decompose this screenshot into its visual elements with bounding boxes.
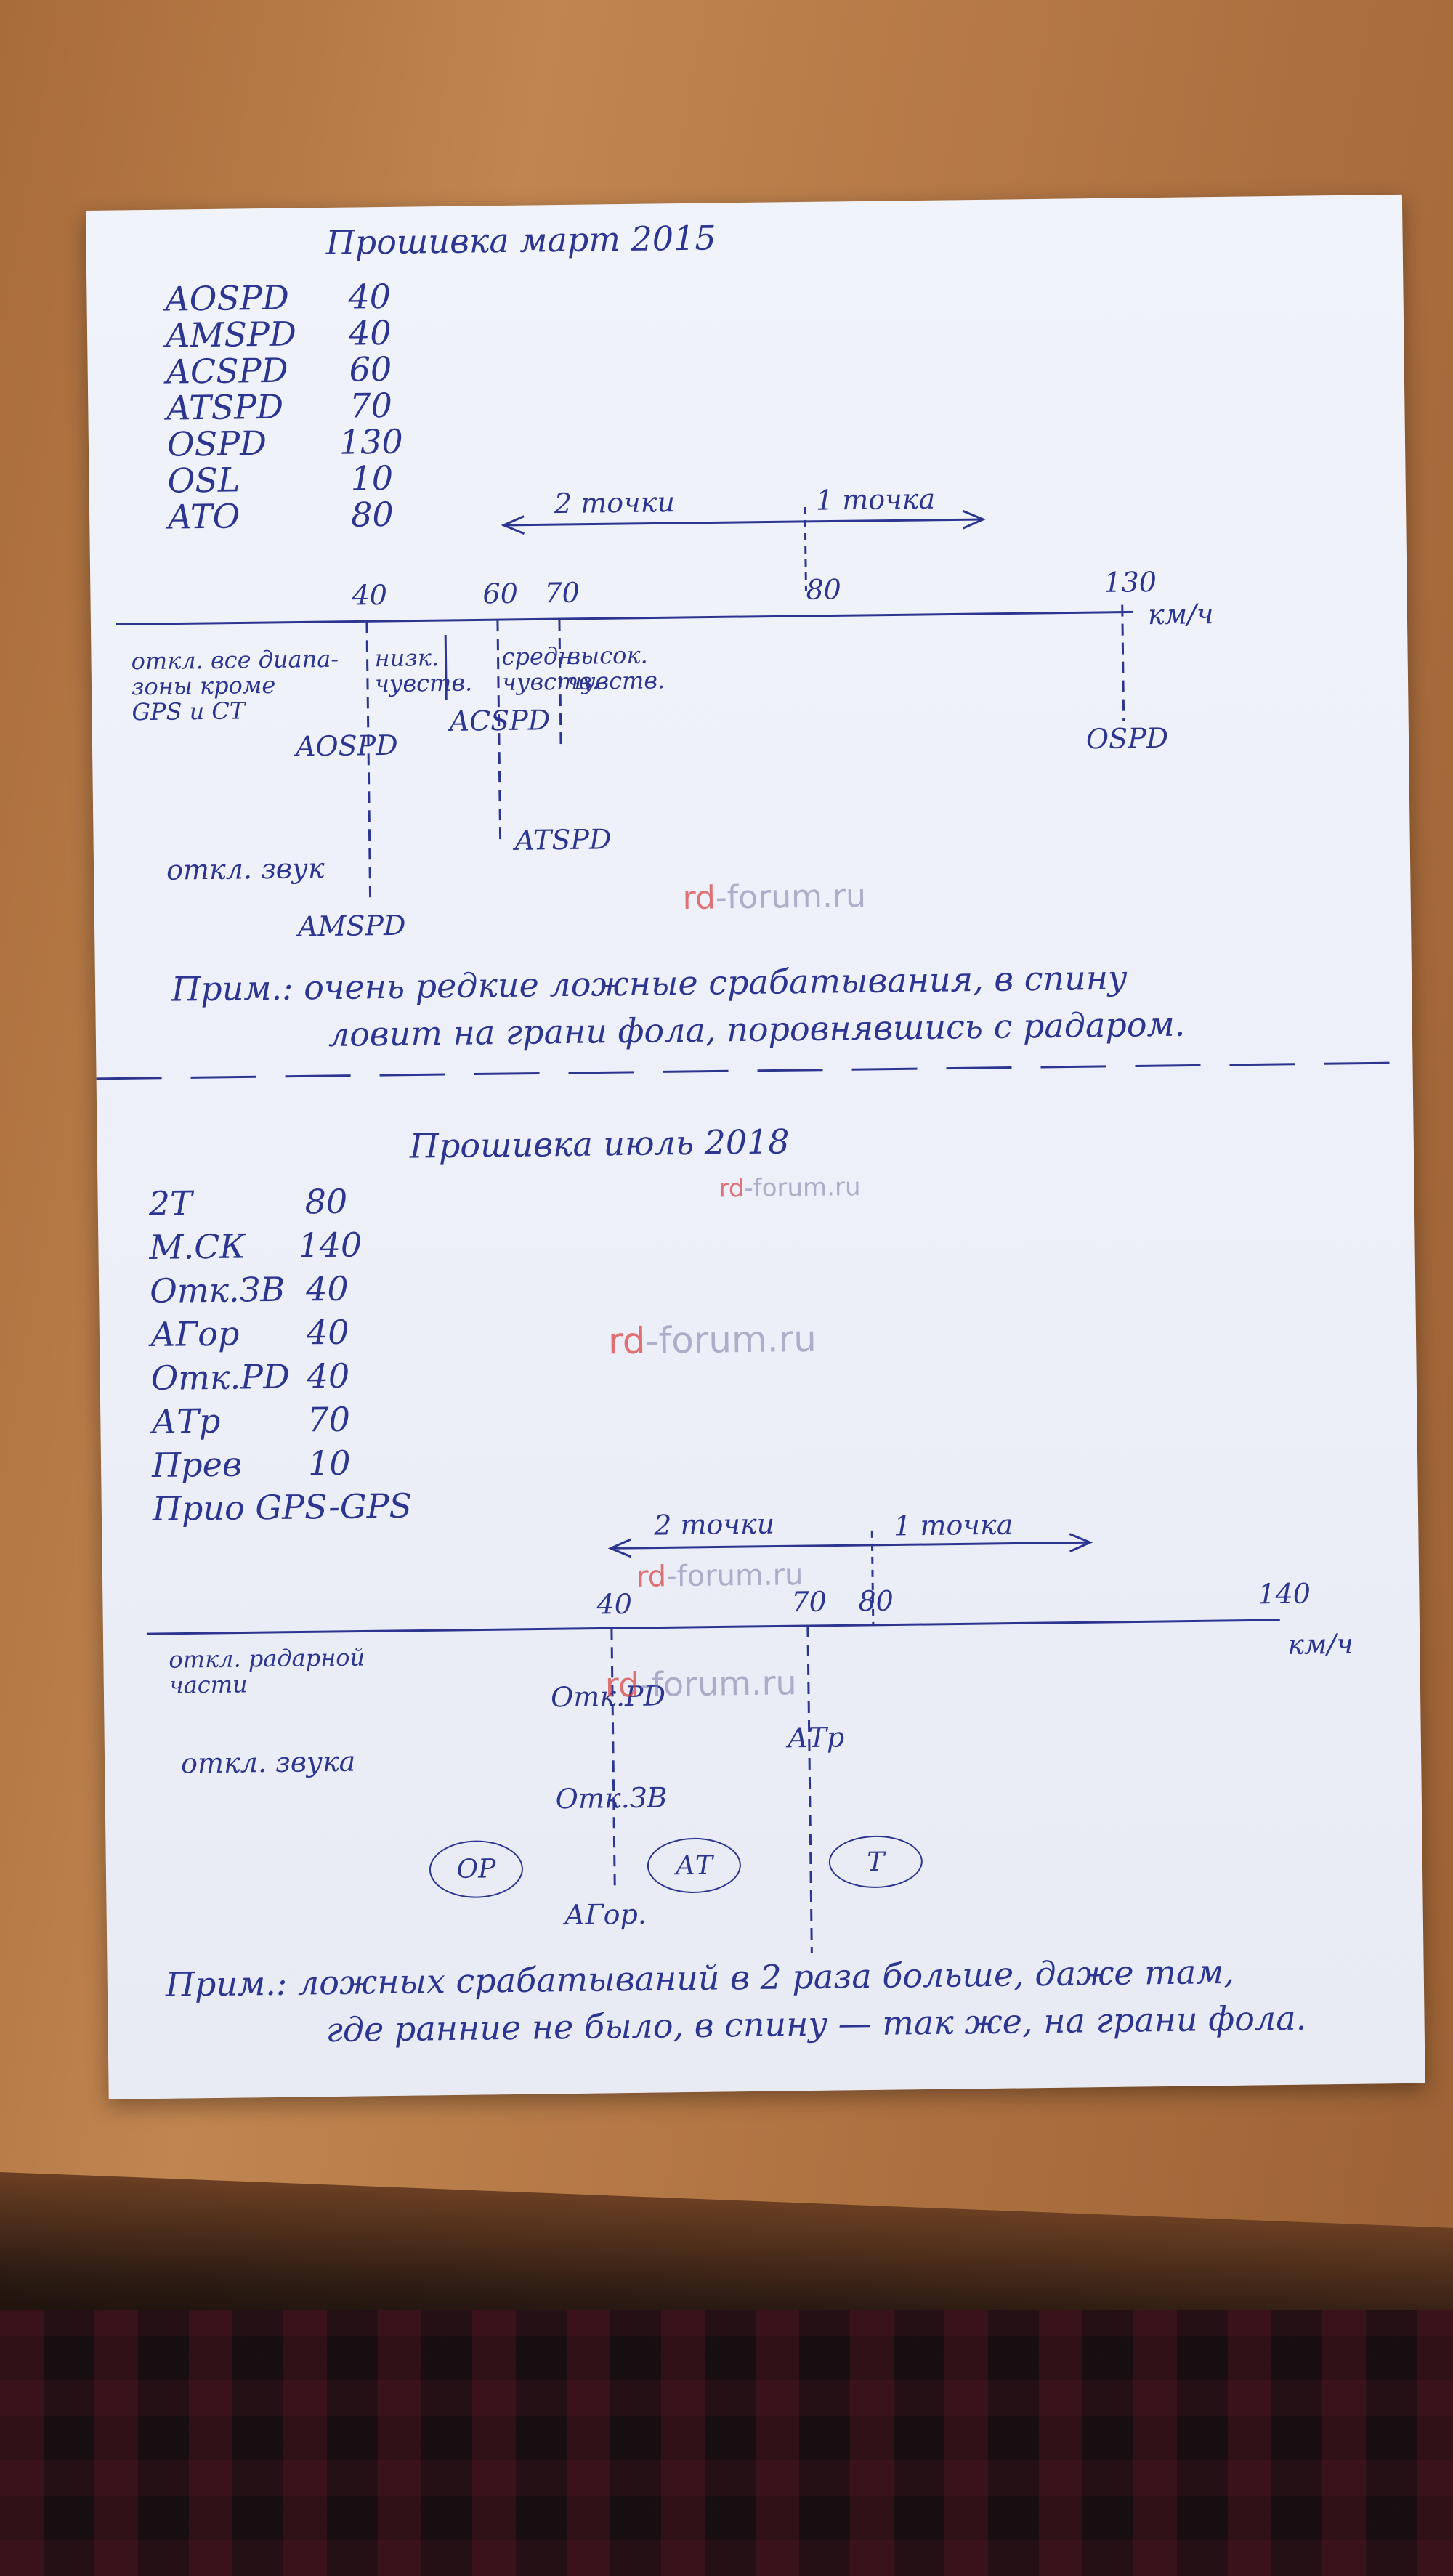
watermark: rd-forum.ru — [719, 1172, 861, 1204]
atspd-label: ATSPD — [514, 823, 612, 856]
tick-130-line — [1121, 604, 1125, 721]
watermark: rd-forum.ru — [604, 1663, 797, 1705]
zone-label: чувств. — [374, 668, 473, 698]
tick-label: 130 — [1104, 566, 1157, 599]
zone-label: низк. — [374, 644, 440, 673]
tick-label: 80 — [806, 573, 842, 606]
arrow-right-line-b — [872, 1541, 1090, 1547]
arrow-left-head — [501, 515, 525, 535]
zone-label: зоны кроме — [131, 671, 276, 701]
tick-40-line-b — [610, 1628, 616, 1890]
unit-label: км/ч — [1287, 1627, 1354, 1661]
zone-label: чувств. — [567, 666, 665, 695]
setting-name: М.СК — [149, 1226, 246, 1268]
otk-zv-label: Отк.ЗВ — [555, 1781, 668, 1815]
arrow-right-line — [805, 518, 984, 523]
zone-label: высок. — [567, 641, 648, 670]
setting-value: 40 — [307, 1356, 350, 1396]
tick-40-line — [365, 621, 372, 905]
arrow-right-head-b — [1069, 1533, 1093, 1552]
setting-name: 2Т — [148, 1183, 193, 1224]
bottom-arrow-left-label: 2 точки — [653, 1507, 775, 1542]
bottom-arrow-right-label: 1 точка — [893, 1508, 1013, 1542]
watermark: rd-forum.ru — [607, 1317, 817, 1363]
setting-value: 80 — [304, 1181, 348, 1222]
setting-value: 140 — [298, 1225, 363, 1265]
tick-70-line-b — [806, 1625, 813, 1953]
tick-label: 70 — [544, 576, 580, 609]
acspd-label: ACSPD — [449, 704, 551, 737]
paper-sheet: Прошивка март 2015 AOSPD 40 AMSPD 40 ACS… — [86, 194, 1425, 2099]
top-note-line2: ловит на грани фола, поровнявшись с рада… — [328, 1004, 1186, 1055]
setting-value: 40 — [305, 1268, 349, 1309]
top-arrow-left-label: 2 точки — [554, 486, 676, 520]
divider-80-b — [870, 1530, 875, 1625]
bottom-speed-axis — [146, 1619, 1280, 1635]
top-arrow-right-label: 1 точка — [815, 482, 936, 517]
setting-value: 10 — [307, 1443, 351, 1483]
arrow-left-line-b — [610, 1544, 873, 1550]
setting-name: Прев — [151, 1444, 242, 1486]
zone-label: откл. все диапа- — [131, 644, 339, 676]
setting-name: АТр — [151, 1401, 221, 1442]
radar-off-label: части — [169, 1670, 248, 1699]
divider-80 — [804, 506, 807, 591]
tick-70-line — [558, 619, 562, 750]
arrow-left-head-b — [607, 1538, 632, 1558]
setting-name: Прио GPS-GPS — [152, 1486, 413, 1529]
amspd-label: AMSPD — [297, 909, 406, 943]
section-separator — [96, 1061, 1413, 1080]
tick-label: 40 — [596, 1587, 633, 1621]
tick-label: 140 — [1258, 1577, 1311, 1611]
setting-name: Отк.РD — [150, 1356, 291, 1398]
agor-label: АГор. — [564, 1897, 647, 1932]
dark-floor — [0, 2310, 1453, 2576]
watermark: rd-forum.ru — [682, 877, 867, 918]
ospd-label: OSPD — [1085, 721, 1169, 756]
setting-name: Отк.ЗВ — [149, 1269, 286, 1311]
arrow-left-line — [503, 520, 806, 527]
radar-off-label: откл. радарной — [169, 1643, 365, 1674]
divider-line — [444, 634, 448, 701]
top-speed-axis — [116, 610, 1133, 626]
setting-value: 70 — [307, 1399, 351, 1440]
atr-label: АТр — [787, 1721, 845, 1754]
unit-label: км/ч — [1147, 598, 1214, 631]
setting-name: АГор — [150, 1313, 240, 1355]
zone-label: GPS и СТ — [131, 697, 246, 726]
bottom-title: Прошивка июль 2018 — [409, 1122, 790, 1166]
sound-off-label-b: откл. звука — [180, 1745, 356, 1780]
ink-strokes — [96, 506, 1413, 1953]
tick-label: 70 — [791, 1585, 827, 1619]
sound-off-label: откл. звук — [166, 852, 325, 886]
setting-value: 40 — [306, 1312, 349, 1353]
tick-label: 80 — [858, 1584, 894, 1618]
tick-label: 60 — [482, 577, 519, 610]
watermark: rd-forum.ru — [636, 1558, 804, 1594]
arrow-right-head — [962, 509, 987, 530]
tick-label: 40 — [352, 578, 388, 612]
aospd-label: AOSPD — [295, 729, 398, 763]
